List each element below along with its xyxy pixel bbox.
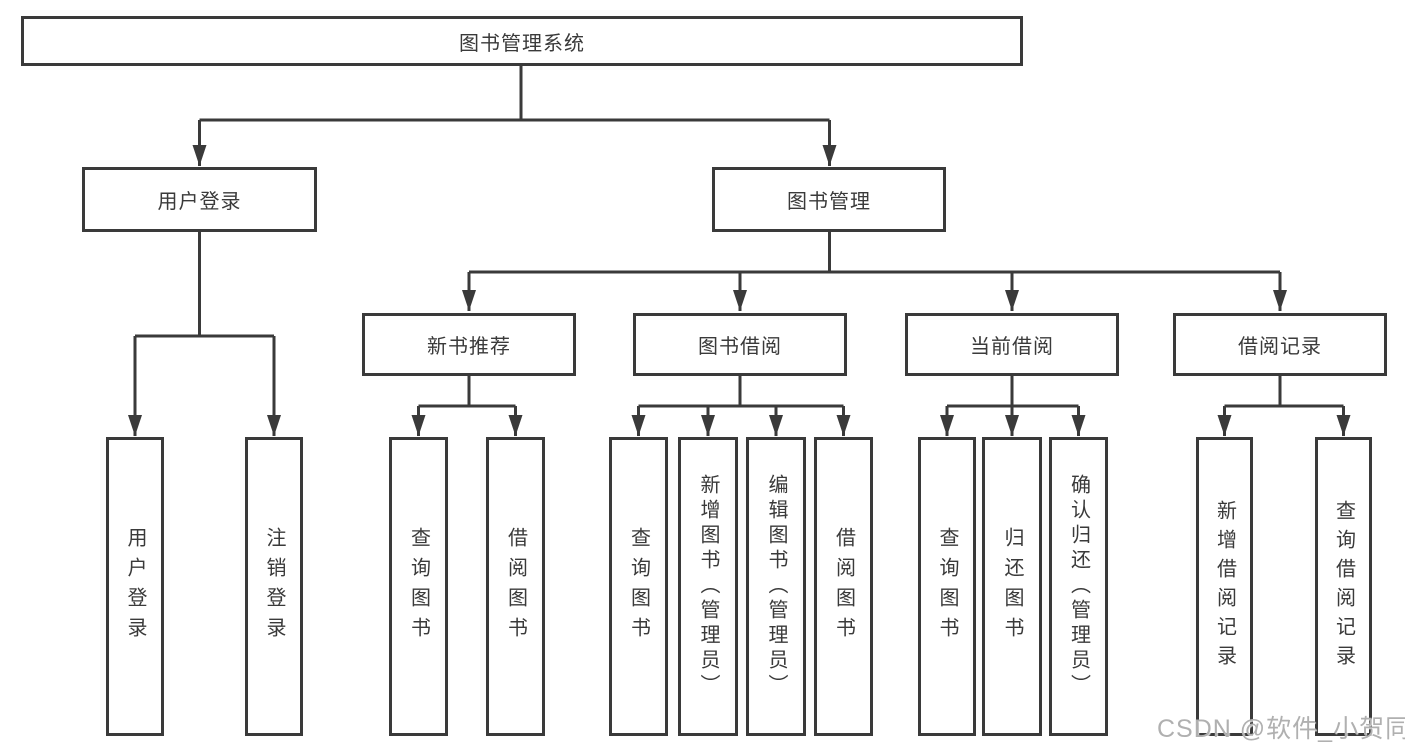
node-book-borrowing: 图书借阅 <box>633 313 847 376</box>
node-label: 借阅图书 <box>504 526 527 647</box>
leaf-current-confirm-return-admin: 确认归还（管理员） <box>1049 437 1108 736</box>
node-borrowing-records: 借阅记录 <box>1173 313 1387 376</box>
node-user-login: 用户登录 <box>82 167 317 232</box>
node-label: 图书借阅 <box>698 336 782 358</box>
node-label: 用户登录 <box>124 526 146 647</box>
leaf-borrow-query-books: 查询图书 <box>609 437 668 736</box>
leaf-newbook-borrow-books: 借阅图书 <box>486 437 545 736</box>
node-label: 新书推荐 <box>427 336 511 358</box>
node-label: 当前借阅 <box>970 336 1054 358</box>
leaf-records-add-record: 新增借阅记录 <box>1196 437 1253 736</box>
leaf-borrow-borrow-books: 借阅图书 <box>814 437 873 736</box>
node-system-root: 图书管理系统 <box>21 16 1023 66</box>
node-label: 确认归还（管理员） <box>1067 474 1090 699</box>
leaf-logout: 注销登录 <box>245 437 303 736</box>
node-label: 查询借阅记录 <box>1332 499 1355 674</box>
node-label: 注销登录 <box>263 526 285 647</box>
leaf-borrow-edit-books-admin: 编辑图书（管理员） <box>746 437 806 736</box>
node-book-management: 图书管理 <box>712 167 946 232</box>
node-label: 新增图书（管理员） <box>697 474 719 699</box>
leaf-user-login: 用户登录 <box>106 437 164 736</box>
node-label: 借阅记录 <box>1238 336 1322 358</box>
node-label: 图书管理 <box>787 191 871 213</box>
node-label: 图书管理系统 <box>459 32 585 55</box>
leaf-current-return-books: 归还图书 <box>982 437 1042 736</box>
node-current-borrowing: 当前借阅 <box>905 313 1119 376</box>
node-label: 归还图书 <box>1001 526 1023 647</box>
node-label: 编辑图书（管理员） <box>765 474 787 699</box>
node-label: 新增借阅记录 <box>1213 499 1236 674</box>
leaf-current-query-books: 查询图书 <box>918 437 976 736</box>
node-label: 借阅图书 <box>832 526 855 647</box>
leaf-records-query-record: 查询借阅记录 <box>1315 437 1372 736</box>
leaf-borrow-add-books-admin: 新增图书（管理员） <box>678 437 738 736</box>
node-label: 用户登录 <box>157 191 242 213</box>
node-label: 查询图书 <box>627 526 650 647</box>
csdn-watermark: CSDN @软件_小贺同学 <box>1157 715 1405 743</box>
leaf-newbook-query-books: 查询图书 <box>389 437 448 736</box>
node-new-book-recommend: 新书推荐 <box>362 313 576 376</box>
node-label: 查询图书 <box>936 526 958 647</box>
node-label: 查询图书 <box>407 526 430 647</box>
